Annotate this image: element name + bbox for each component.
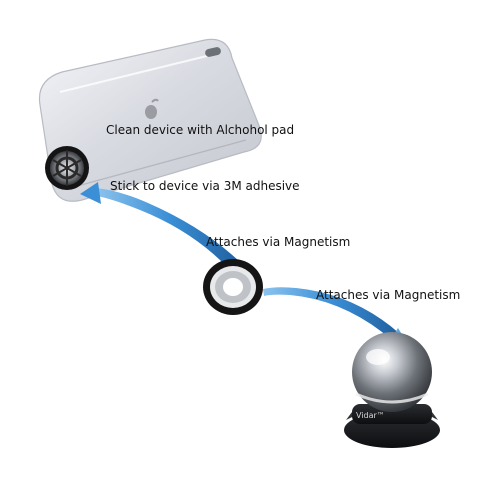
- ring-magnet: [203, 259, 263, 315]
- magnetic-mount: Vidar™: [344, 332, 440, 448]
- phone-metal-plate: [45, 146, 89, 190]
- stick-adhesive-label: Stick to device via 3M adhesive: [110, 179, 300, 193]
- clean-device-label: Clean device with Alchohol pad: [106, 123, 295, 137]
- arrow-plate-to-phone: [80, 182, 242, 272]
- mount-brand-label: Vidar™: [356, 411, 385, 420]
- phone: [38, 38, 262, 202]
- phone-logo-icon: [145, 98, 159, 119]
- mount-ball: [352, 332, 432, 412]
- attach-plate-label: Attaches via Magnetism: [206, 235, 351, 249]
- attach-mount-label: Attaches via Magnetism: [316, 288, 461, 302]
- phone-camera: [205, 47, 221, 57]
